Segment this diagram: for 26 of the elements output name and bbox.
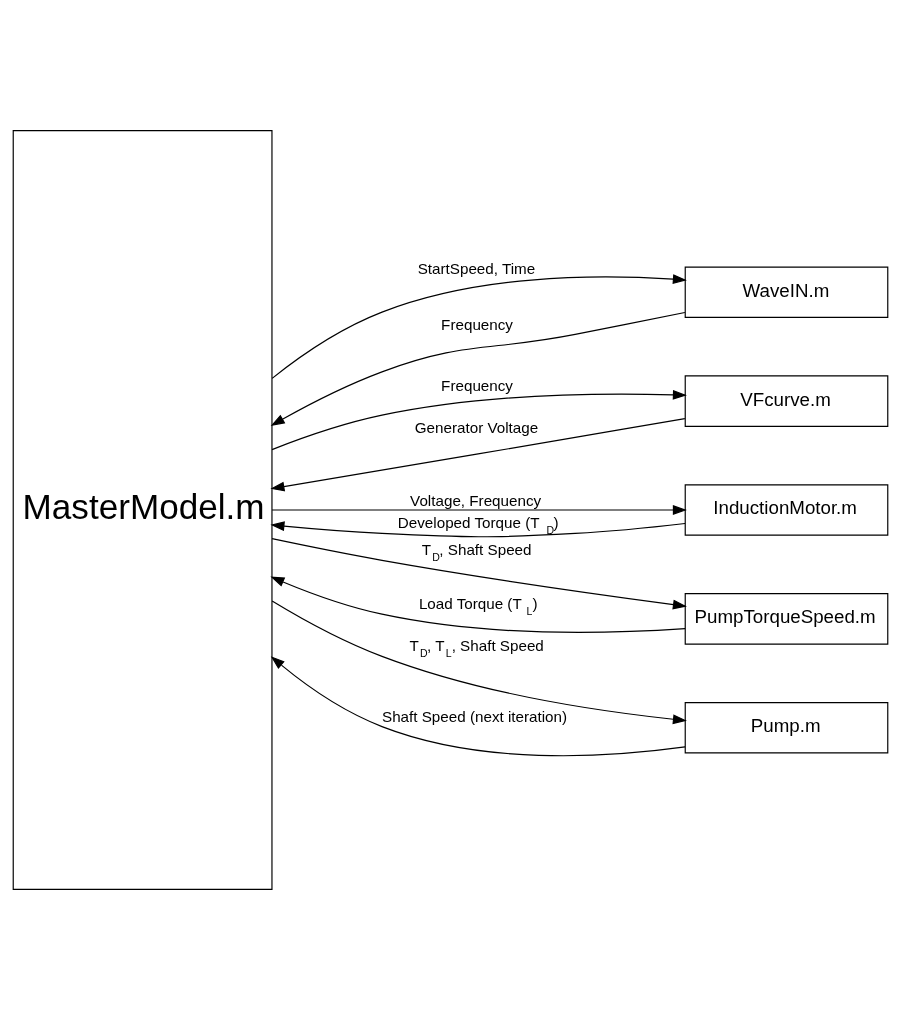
edge-label: Frequency — [441, 316, 513, 334]
arrow — [270, 656, 686, 757]
arrow — [270, 418, 686, 492]
arrow — [270, 311, 686, 426]
node-box: MasterModel.m — [12, 130, 273, 890]
edge-label: Voltage, Frequency — [410, 491, 542, 509]
node-box: WaveIN.m — [684, 266, 889, 318]
edge-label: Load Torque (T$_{L}$) — [418, 594, 538, 617]
arrow — [270, 576, 686, 633]
arrow — [271, 600, 687, 725]
node-box: InductionMotor.m — [684, 484, 889, 536]
arrow — [271, 505, 687, 515]
arrow — [271, 538, 687, 610]
edge-label: Shaft Speed (next iteration) — [382, 708, 568, 726]
edge-label: T$_{D}$, T$_{L}$, Shaft Speed — [409, 636, 544, 659]
node-box: VFcurve.m — [684, 375, 889, 427]
node-box: PumpTorqueSpeed.m — [684, 593, 889, 645]
edge-label: Frequency — [441, 377, 513, 395]
arrow — [270, 521, 686, 538]
arrow — [271, 389, 687, 451]
edge-label: StartSpeed, Time — [417, 259, 536, 277]
node-box: Pump.m — [684, 702, 889, 754]
edge-label: Generator Voltage — [414, 419, 539, 437]
edge-label: Developed Torque (T$_{D}$) — [397, 514, 559, 537]
arrow — [271, 274, 687, 379]
edge-label: T$_{D}$, Shaft Speed — [421, 540, 532, 563]
